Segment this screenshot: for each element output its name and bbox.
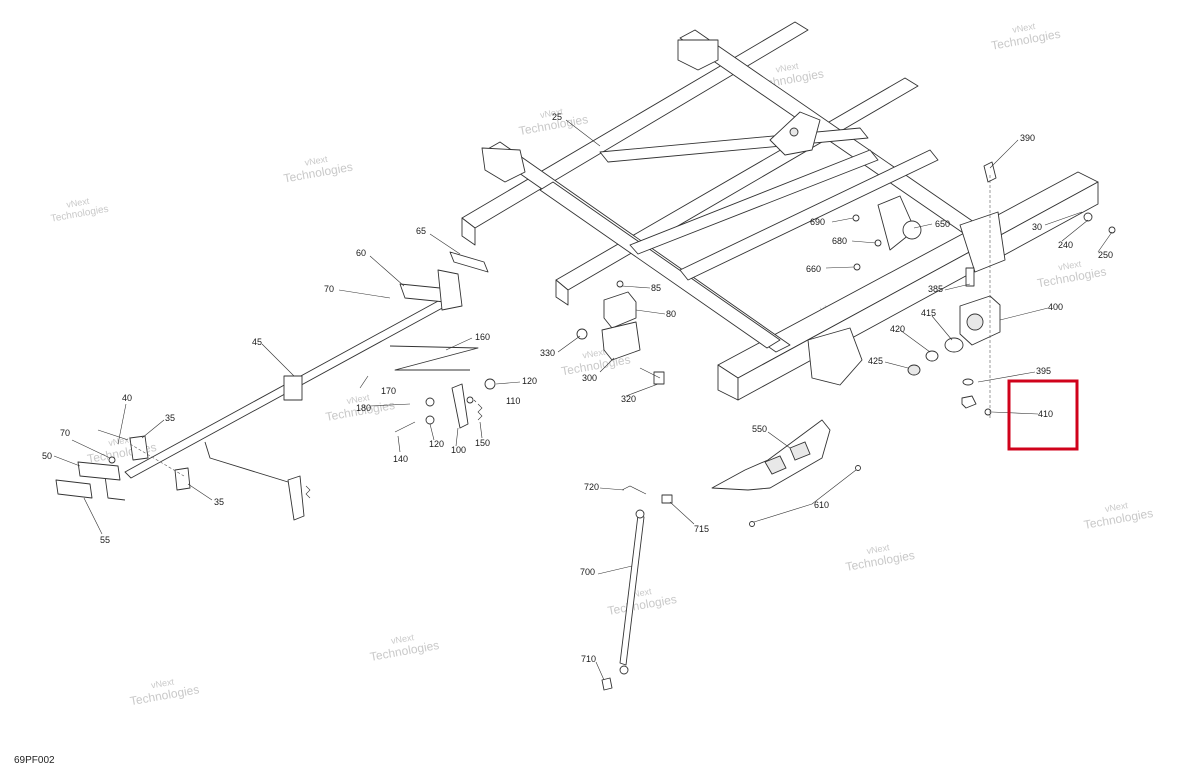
callout-660: 660 <box>806 264 821 274</box>
callout-120-right: 120 <box>522 376 537 386</box>
watermark-text: vNext <box>775 61 800 75</box>
watermark-text: vNext <box>866 542 891 556</box>
hardware-right <box>852 161 1116 420</box>
callout-70-left: 70 <box>60 428 70 438</box>
watermark-text: vNext <box>108 434 133 448</box>
callout-120-lower: 120 <box>429 439 444 449</box>
callout-25: 25 <box>552 112 562 122</box>
callout-680: 680 <box>832 236 847 246</box>
hardware-center <box>576 280 665 385</box>
callout-65: 65 <box>416 226 426 236</box>
callout-150: 150 <box>475 438 490 448</box>
callout-30: 30 <box>1032 222 1042 232</box>
leader-lines <box>53 119 1113 681</box>
callout-650: 650 <box>935 219 950 229</box>
watermark-text: vNext <box>304 154 329 168</box>
watermark-text: vNext <box>1057 259 1082 273</box>
callout-330: 330 <box>540 348 555 358</box>
callout-425: 425 <box>868 356 883 366</box>
callout-385: 385 <box>928 284 943 294</box>
callout-410: 410 <box>1038 409 1053 419</box>
callout-50: 50 <box>42 451 52 461</box>
callout-415: 415 <box>921 308 936 318</box>
watermark-text: vNext <box>150 676 175 690</box>
left-assembly <box>55 251 496 521</box>
chassis-frame <box>461 21 1099 401</box>
callout-395: 395 <box>1036 366 1051 376</box>
gas-strut <box>601 485 673 691</box>
callout-320: 320 <box>621 394 636 404</box>
callout-400: 400 <box>1048 302 1063 312</box>
watermark-text: vNext <box>539 106 564 120</box>
highlight-box-410 <box>1007 379 1079 451</box>
callout-420: 420 <box>890 324 905 334</box>
callout-710: 710 <box>581 654 596 664</box>
callout-300: 300 <box>582 373 597 383</box>
watermark-text: vNext <box>66 196 91 210</box>
callout-110: 110 <box>506 396 520 406</box>
callout-70-top: 70 <box>324 284 334 294</box>
callout-140: 140 <box>393 454 408 464</box>
watermark-text: vNext <box>346 392 371 406</box>
watermark-text: vNext <box>1012 21 1037 35</box>
callout-35-bottom: 35 <box>214 497 224 507</box>
callout-390: 390 <box>1020 133 1035 143</box>
callout-240: 240 <box>1058 240 1073 250</box>
callout-60: 60 <box>356 248 366 258</box>
callout-80: 80 <box>666 309 676 319</box>
callout-160: 160 <box>475 332 490 342</box>
callout-700: 700 <box>580 567 595 577</box>
callout-85: 85 <box>651 283 661 293</box>
callout-170: 170 <box>381 386 396 396</box>
callout-720: 720 <box>584 482 599 492</box>
callout-690: 690 <box>810 217 825 227</box>
watermark-text: vNext <box>390 632 415 646</box>
callout-100: 100 <box>451 445 466 455</box>
callout-labels: 25 390 30 240 250 690 650 680 660 65 60 … <box>42 112 1113 664</box>
callout-250: 250 <box>1098 250 1113 260</box>
watermark-text: vNext <box>582 347 607 361</box>
callout-550: 550 <box>752 424 767 434</box>
callout-40: 40 <box>122 393 132 403</box>
callout-180: 180 <box>356 403 371 413</box>
callout-45: 45 <box>252 337 262 347</box>
callout-610: 610 <box>814 500 829 510</box>
callout-55: 55 <box>100 535 110 545</box>
skid-plate <box>711 419 861 527</box>
callout-35-top: 35 <box>165 413 175 423</box>
callout-715: 715 <box>694 524 709 534</box>
watermark-text: vNext <box>1104 500 1129 514</box>
figure-code: 69PF002 <box>14 755 55 766</box>
